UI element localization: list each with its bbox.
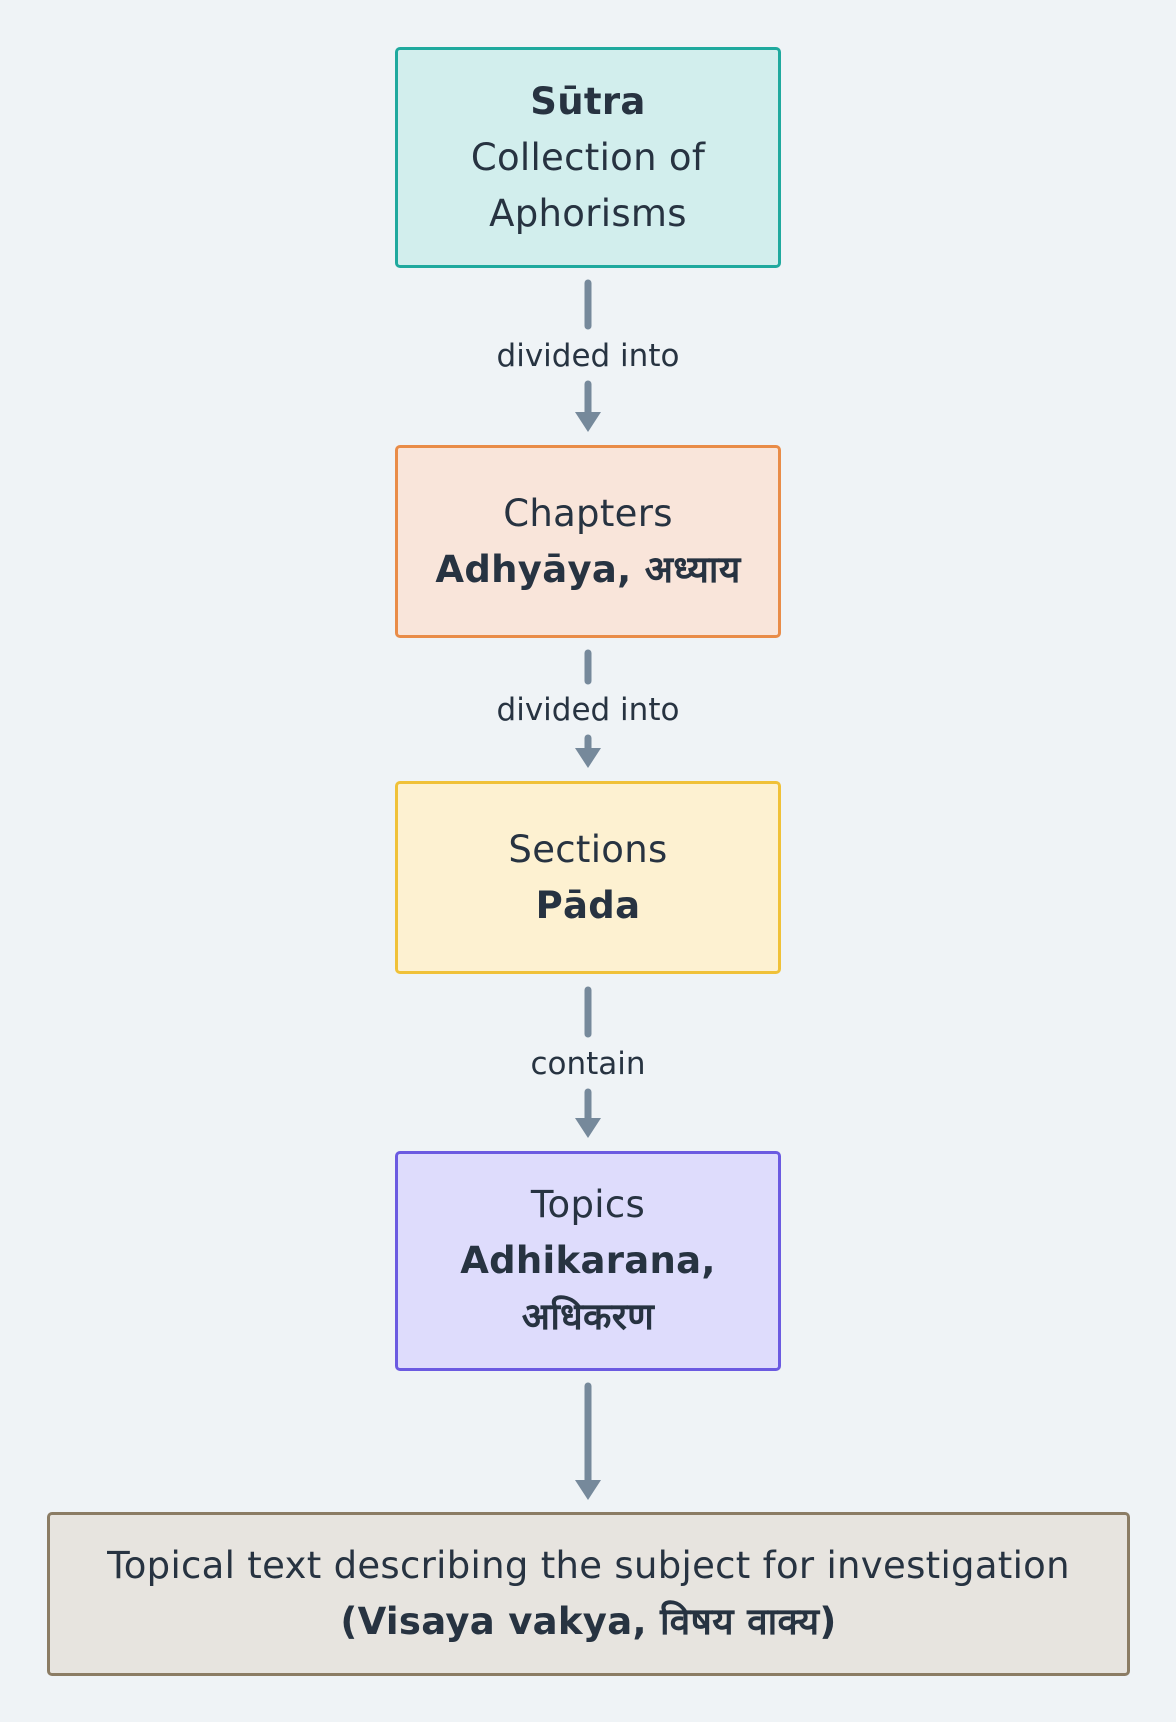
topical-text-line-1: Topical text describing the subject for … — [107, 1544, 1070, 1587]
chapters-term: Adhyāya, अध्याय — [435, 547, 741, 591]
node-topical-text: Topical text describing the subject for … — [47, 1512, 1130, 1676]
sutra-line-2: Aphorisms — [489, 191, 687, 235]
topical-text-line-2: (Visaya vakya, विषय वाक्य) — [340, 1600, 837, 1643]
topics-term-line-2: अधिकरण — [521, 1295, 655, 1338]
sections-label: Sections — [508, 827, 668, 871]
topics-term-line-1: Adhikarana, — [460, 1239, 716, 1282]
node-topics: Topics Adhikarana, अधिकरण — [395, 1151, 781, 1371]
node-sutra: Sūtra Collection of Aphorisms — [395, 47, 781, 268]
arrowhead-topics — [575, 1118, 601, 1138]
edge-label-divided-into-1: divided into — [488, 336, 688, 376]
topics-label: Topics — [530, 1183, 646, 1226]
chapters-label: Chapters — [503, 491, 673, 535]
node-sections: Sections Pāda — [395, 781, 781, 974]
edge-label-divided-into-2: divided into — [488, 690, 688, 730]
node-chapters: Chapters Adhyāya, अध्याय — [395, 445, 781, 638]
arrowhead-topical-text — [575, 1480, 601, 1500]
arrowhead-sections — [575, 748, 601, 768]
sutra-title: Sūtra — [530, 79, 646, 123]
arrowhead-chapters — [575, 412, 601, 432]
sutra-line-1: Collection of — [470, 135, 706, 179]
sections-term: Pāda — [535, 883, 641, 927]
edge-label-contain: contain — [488, 1044, 688, 1084]
